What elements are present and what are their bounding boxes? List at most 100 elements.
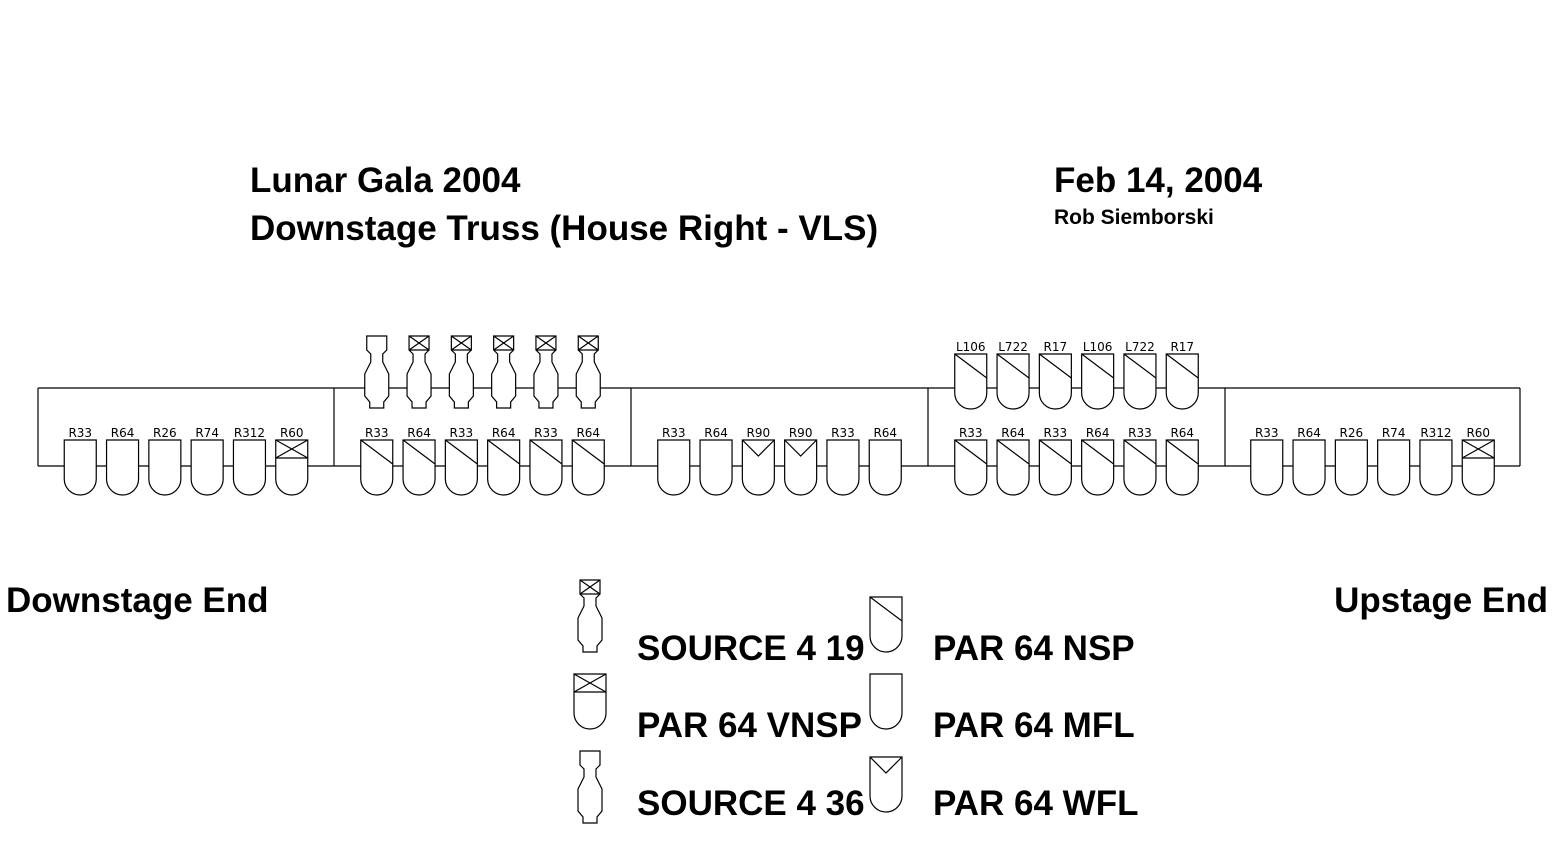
- par64-wfl-icon: [869, 756, 903, 813]
- gel-label: R33: [1128, 426, 1152, 440]
- par64-nsp-icon: [1081, 353, 1115, 410]
- plot-author: Rob Siemborski: [1054, 206, 1214, 229]
- par64-vnsp-icon: [573, 673, 607, 730]
- par64-nsp-icon: [529, 439, 563, 496]
- legend-label: SOURCE 4 19: [637, 629, 865, 668]
- gel-label: R64: [576, 426, 600, 440]
- legend-label: PAR 64 MFL: [933, 706, 1135, 745]
- par64-nsp-icon: [1081, 439, 1115, 496]
- gel-label: R64: [1170, 426, 1194, 440]
- source4-36-icon: [364, 335, 390, 409]
- par64-mfl-icon: [699, 439, 733, 496]
- gel-label: R90: [747, 426, 771, 440]
- gel-label: R60: [1466, 426, 1490, 440]
- truss-section-2: R33 R64 R33 R64 R33 R64: [360, 335, 605, 496]
- par64-mfl-icon: [190, 439, 224, 496]
- gel-label: L106: [956, 340, 986, 354]
- par64-nsp-icon: [996, 439, 1030, 496]
- par64-mfl-icon: [63, 439, 97, 496]
- gel-label: R64: [873, 426, 897, 440]
- truss-section-4: R33 R64 R33 R64 R33 R64 L106 L722 R17 L106 L722 R17: [954, 340, 1199, 496]
- gel-label: R33: [365, 426, 389, 440]
- gel-label: R33: [450, 426, 474, 440]
- plot-date: Feb 14, 2004: [1054, 161, 1263, 200]
- par64-nsp-icon: [996, 353, 1030, 410]
- par64-nsp-icon: [954, 353, 988, 410]
- gel-label: R26: [153, 426, 177, 440]
- gel-label: L106: [1083, 340, 1113, 354]
- legend-item: SOURCE 4 19: [577, 579, 865, 668]
- legend-item: PAR 64 WFL: [869, 756, 1138, 823]
- legend-item: PAR 64 NSP: [869, 596, 1135, 668]
- gel-label: R64: [704, 426, 728, 440]
- par64-mfl-icon: [1334, 439, 1368, 496]
- par64-nsp-icon: [360, 439, 394, 496]
- par64-nsp-icon: [1165, 353, 1199, 410]
- gel-label: R64: [111, 426, 135, 440]
- gel-label: R33: [1255, 426, 1279, 440]
- gel-label: R90: [789, 426, 813, 440]
- gel-label: R26: [1340, 426, 1364, 440]
- truss-section-5: R33 R64 R26 R74 R312 R60: [1250, 426, 1495, 496]
- par64-mfl-icon: [869, 673, 903, 730]
- par64-vnsp-icon: [1461, 439, 1495, 496]
- gel-label: R64: [1001, 426, 1025, 440]
- par64-mfl-icon: [1419, 439, 1453, 496]
- gel-label: R33: [959, 426, 983, 440]
- source4-19-icon: [577, 579, 603, 653]
- legend-item: PAR 64 VNSP: [573, 673, 862, 745]
- gel-label: R60: [280, 426, 304, 440]
- gel-label: R17: [1170, 340, 1194, 354]
- par64-nsp-icon: [1123, 439, 1157, 496]
- source4-19-icon: [491, 335, 517, 409]
- gel-label: R64: [1297, 426, 1321, 440]
- gel-label: R17: [1044, 340, 1068, 354]
- gel-label: R64: [407, 426, 431, 440]
- par64-mfl-icon: [105, 439, 140, 496]
- gel-label: L722: [998, 340, 1028, 354]
- legend-label: SOURCE 4 36: [637, 784, 865, 823]
- par64-mfl-icon: [657, 439, 691, 496]
- par64-wfl-icon: [784, 439, 818, 496]
- par64-nsp-icon: [402, 439, 436, 496]
- par64-nsp-icon: [1123, 353, 1157, 410]
- par64-nsp-icon: [954, 439, 988, 496]
- source4-19-icon: [406, 335, 432, 409]
- gel-label: R33: [1044, 426, 1068, 440]
- gel-label: R33: [662, 426, 686, 440]
- gel-label: R33: [68, 426, 92, 440]
- par64-nsp-icon: [444, 439, 478, 496]
- upstage-end-label: Upstage End: [1334, 581, 1548, 620]
- gel-label: R74: [195, 426, 219, 440]
- source4-36-icon: [577, 750, 603, 824]
- gel-label: R74: [1382, 426, 1406, 440]
- gel-label: R33: [534, 426, 558, 440]
- gel-label: R64: [1086, 426, 1110, 440]
- par64-nsp-icon: [571, 439, 605, 496]
- gel-label: R312: [1420, 426, 1451, 440]
- par64-nsp-icon: [869, 596, 903, 653]
- par64-mfl-icon: [1377, 439, 1411, 496]
- par64-mfl-icon: [826, 439, 860, 496]
- legend-item: SOURCE 4 36: [577, 750, 865, 824]
- par64-nsp-icon: [1165, 439, 1199, 496]
- gel-label: R64: [492, 426, 516, 440]
- legend: SOURCE 4 19 PAR 64 VNSP SOURCE 4 36 PAR 64 …: [573, 579, 1138, 824]
- legend-label: PAR 64 VNSP: [637, 706, 862, 745]
- source4-19-icon: [575, 335, 601, 409]
- par64-wfl-icon: [741, 439, 775, 496]
- plot-title: Lunar Gala 2004: [250, 161, 521, 200]
- par64-nsp-icon: [487, 439, 521, 496]
- plot-subtitle: Downstage Truss (House Right - VLS): [250, 209, 878, 248]
- legend-label: PAR 64 NSP: [933, 629, 1135, 668]
- legend-label: PAR 64 WFL: [933, 784, 1138, 823]
- legend-item: PAR 64 MFL: [869, 673, 1135, 745]
- par64-nsp-icon: [1038, 439, 1072, 496]
- par64-nsp-icon: [1038, 353, 1072, 410]
- par64-mfl-icon: [148, 439, 182, 496]
- gel-label: L722: [1125, 340, 1155, 354]
- par64-mfl-icon: [232, 439, 267, 496]
